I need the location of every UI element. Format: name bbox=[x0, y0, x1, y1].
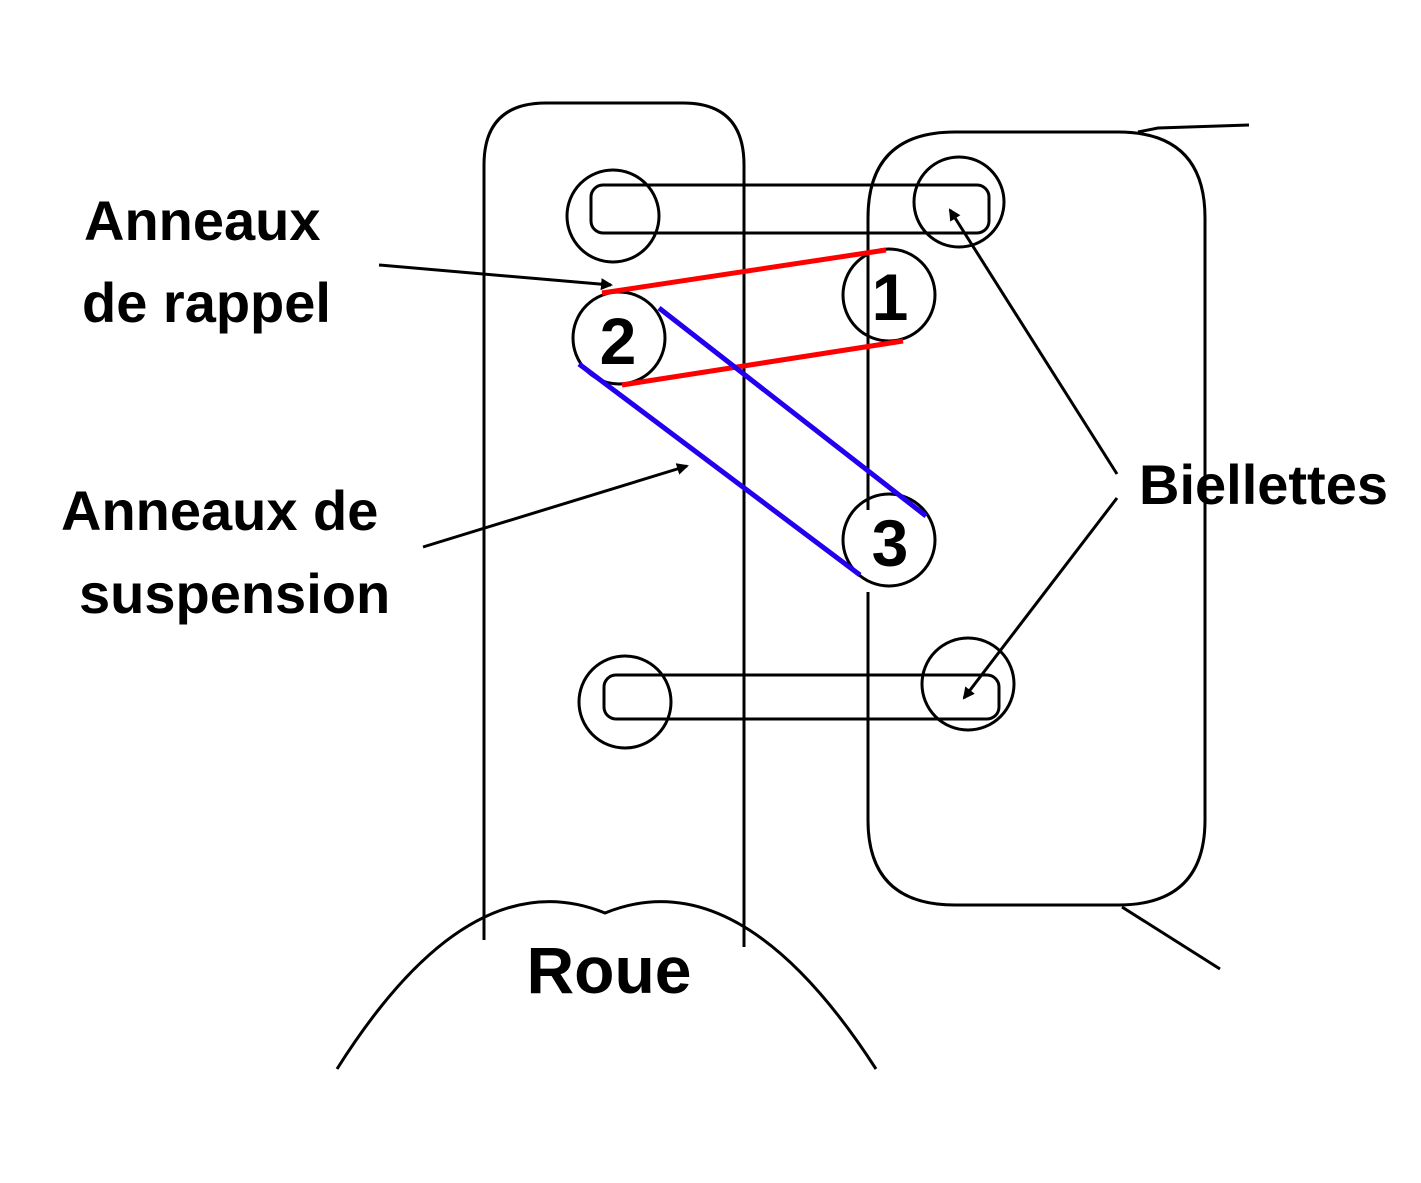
ring-3-circle bbox=[841, 492, 937, 588]
bottom-link-right-pivot bbox=[920, 636, 1016, 732]
label-anneaux-suspension-line2: suspension bbox=[79, 562, 390, 625]
left-arm-plate bbox=[482, 101, 746, 947]
label-biellettes: Biellettes bbox=[1139, 453, 1388, 516]
top-link-left-pivot bbox=[565, 168, 661, 264]
frame-extension-top bbox=[1137, 123, 1250, 134]
top-link-right-pivot bbox=[912, 155, 1006, 249]
suspension-ring-line-upper bbox=[657, 306, 928, 518]
frame-extension-bottom bbox=[1121, 905, 1221, 971]
ring-1-number: 1 bbox=[872, 260, 909, 334]
label-roue: Roue bbox=[527, 933, 692, 1007]
rappel-arrow bbox=[378, 263, 613, 291]
suspension-arrow bbox=[422, 463, 689, 549]
wheel-arc bbox=[335, 900, 878, 1070]
label-anneaux-suspension-line1: Anneaux de bbox=[61, 479, 378, 542]
right-frame-plate bbox=[866, 130, 1207, 907]
biellettes-arrow-bottom bbox=[962, 497, 1119, 700]
rappel-ring-line-top bbox=[601, 247, 887, 296]
top-link-bar bbox=[589, 183, 991, 235]
rappel-ring-line-bottom bbox=[621, 338, 904, 388]
ring-3-number: 3 bbox=[872, 506, 909, 580]
bottom-link-left-pivot bbox=[577, 654, 673, 750]
label-anneaux-rappel-line2: de rappel bbox=[82, 271, 331, 334]
ring-2-number: 2 bbox=[600, 304, 637, 378]
biellettes-arrow-top bbox=[948, 208, 1119, 475]
label-anneaux-rappel-line1: Anneaux bbox=[84, 189, 321, 252]
bottom-link-bar bbox=[602, 673, 1001, 721]
suspension-ring-line-lower bbox=[577, 362, 862, 577]
